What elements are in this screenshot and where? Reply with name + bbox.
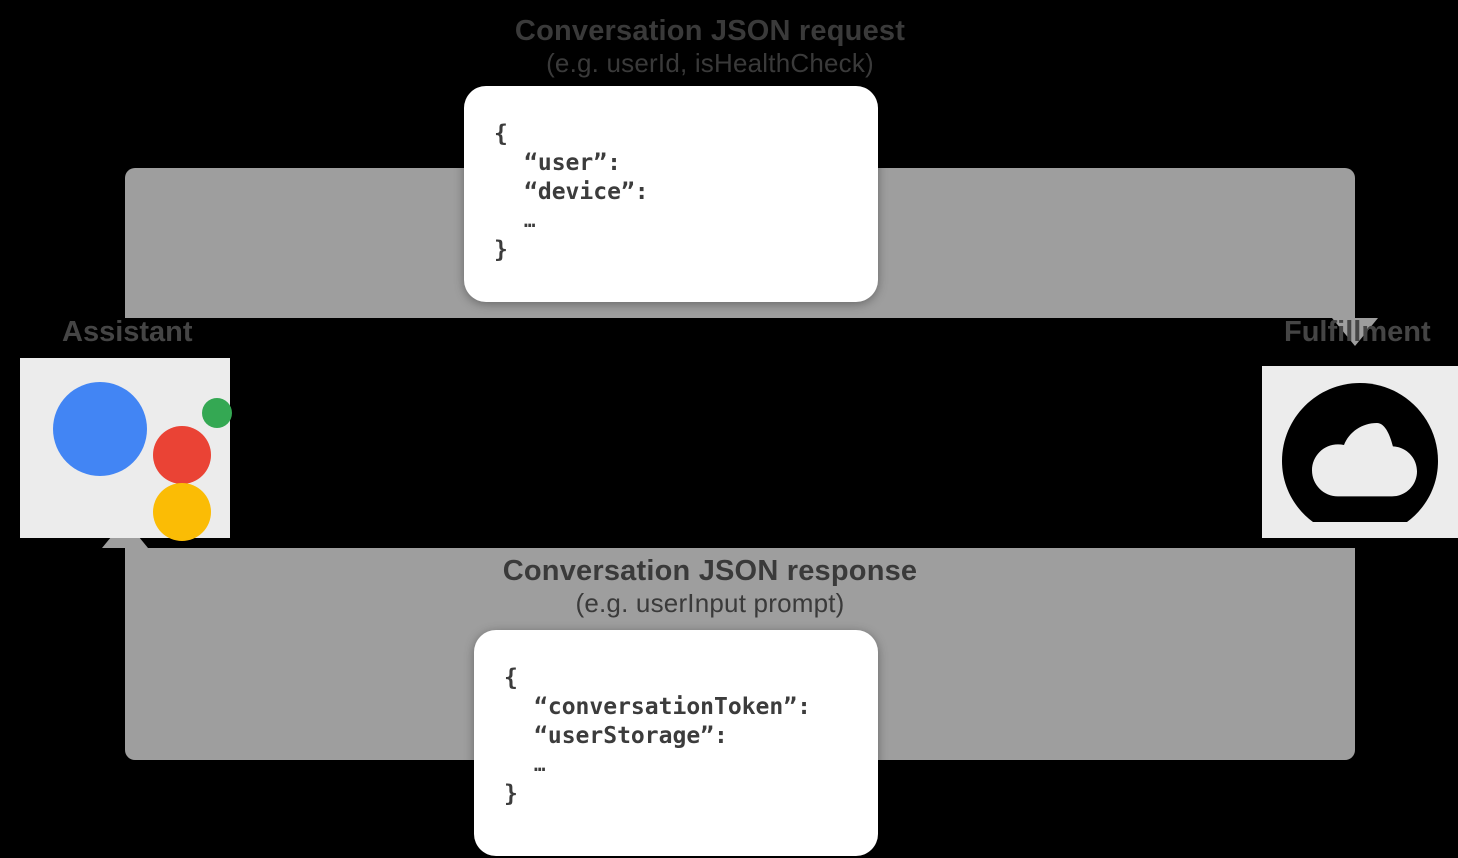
assistant-dot-blue-icon [53,382,147,476]
assistant-node[interactable] [20,358,232,541]
request-json-line: “user”: [524,150,621,176]
response-json-line: { [504,665,518,691]
assistant-node-caption: Assistant [62,316,193,348]
response-json-line: “conversationToken”: [534,694,811,720]
request-json-line: … [524,210,538,232]
request-flow-arrowhead-icon [1332,318,1378,346]
request-json-line: { [494,121,508,147]
fulfillment-node[interactable] [1262,366,1458,538]
assistant-dot-green-icon [202,398,232,428]
request-json-line: “device”: [524,179,649,205]
request-flow-label: Conversation JSON request (e.g. userId, … [380,14,1040,79]
fulfillment-node-caption: Fulfillment [1284,316,1431,348]
response-json-card: { “conversationToken”: “userStorage”: … … [474,630,878,856]
request-flow-subtitle: (e.g. userId, isHealthCheck) [546,48,874,79]
request-flow-title: Conversation JSON request [514,15,906,47]
response-json-line: } [504,781,518,807]
response-json-line: … [534,754,548,776]
request-json-line: } [494,237,508,263]
response-json-line: “userStorage”: [534,723,728,749]
request-json-card: { “user”: “device”: … } [464,86,878,302]
assistant-dot-yellow-icon [153,483,211,541]
google-assistant-logo-icon [35,368,232,541]
assistant-dot-red-icon [153,426,211,484]
cloud-icon [1282,383,1438,522]
